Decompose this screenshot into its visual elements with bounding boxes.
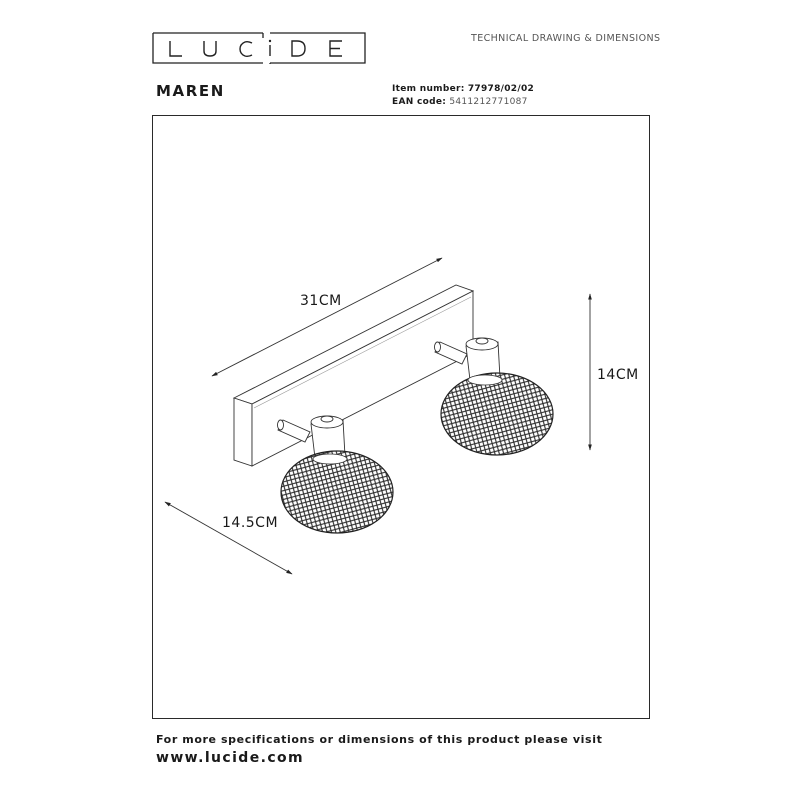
depth-arrow-icon	[164, 501, 293, 575]
drawing-frame	[152, 115, 650, 719]
item-number-value: 77978/02/02	[467, 84, 535, 94]
lucide-logo-icon	[152, 32, 366, 64]
ean-label: EAN code:	[392, 97, 447, 107]
item-number-row: Item number: 77978/02/02	[392, 83, 534, 96]
ean-value: 5411212771087	[449, 97, 528, 107]
wall-base-plate	[232, 284, 475, 467]
ean-row: EAN code: 5411212771087	[392, 96, 534, 109]
height-dimension-label: 14CM	[597, 367, 639, 383]
spot-left	[277, 415, 394, 534]
spot-right	[434, 337, 554, 456]
length-dimension-label: 31CM	[300, 293, 342, 309]
depth-dimension-label: 14.5CM	[222, 515, 279, 531]
footer-note: For more specifications or dimensions of…	[156, 733, 603, 746]
website-link[interactable]: www.lucide.com	[156, 750, 305, 766]
document-type-label: TECHNICAL DRAWING & DIMENSIONS	[471, 33, 661, 44]
brand-logo	[152, 32, 366, 64]
length-arrow-icon	[211, 257, 443, 377]
item-number-label: Item number:	[392, 84, 465, 94]
product-name: MAREN	[156, 82, 225, 100]
product-meta: Item number: 77978/02/02 EAN code: 54112…	[392, 83, 534, 109]
